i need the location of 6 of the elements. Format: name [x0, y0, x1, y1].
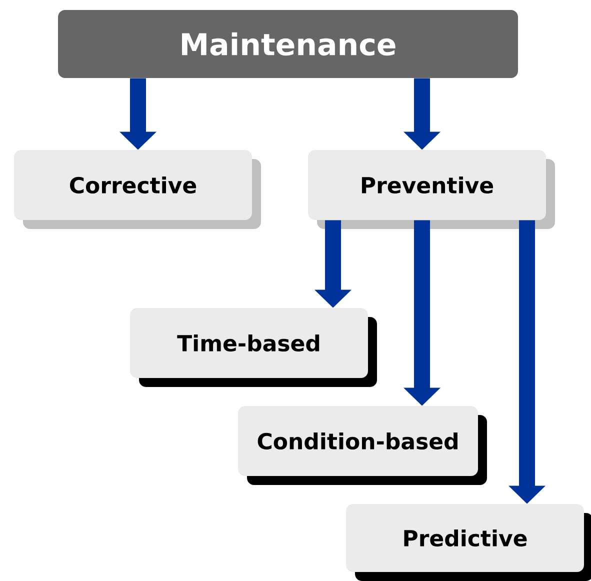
process-box: Condition-based: [238, 406, 487, 485]
process-box: Preventive: [308, 150, 555, 229]
title-box: Maintenance: [58, 10, 518, 78]
process-box: Predictive: [346, 504, 591, 581]
process-box: Corrective: [14, 150, 261, 229]
process-box: Time-based: [130, 308, 377, 387]
